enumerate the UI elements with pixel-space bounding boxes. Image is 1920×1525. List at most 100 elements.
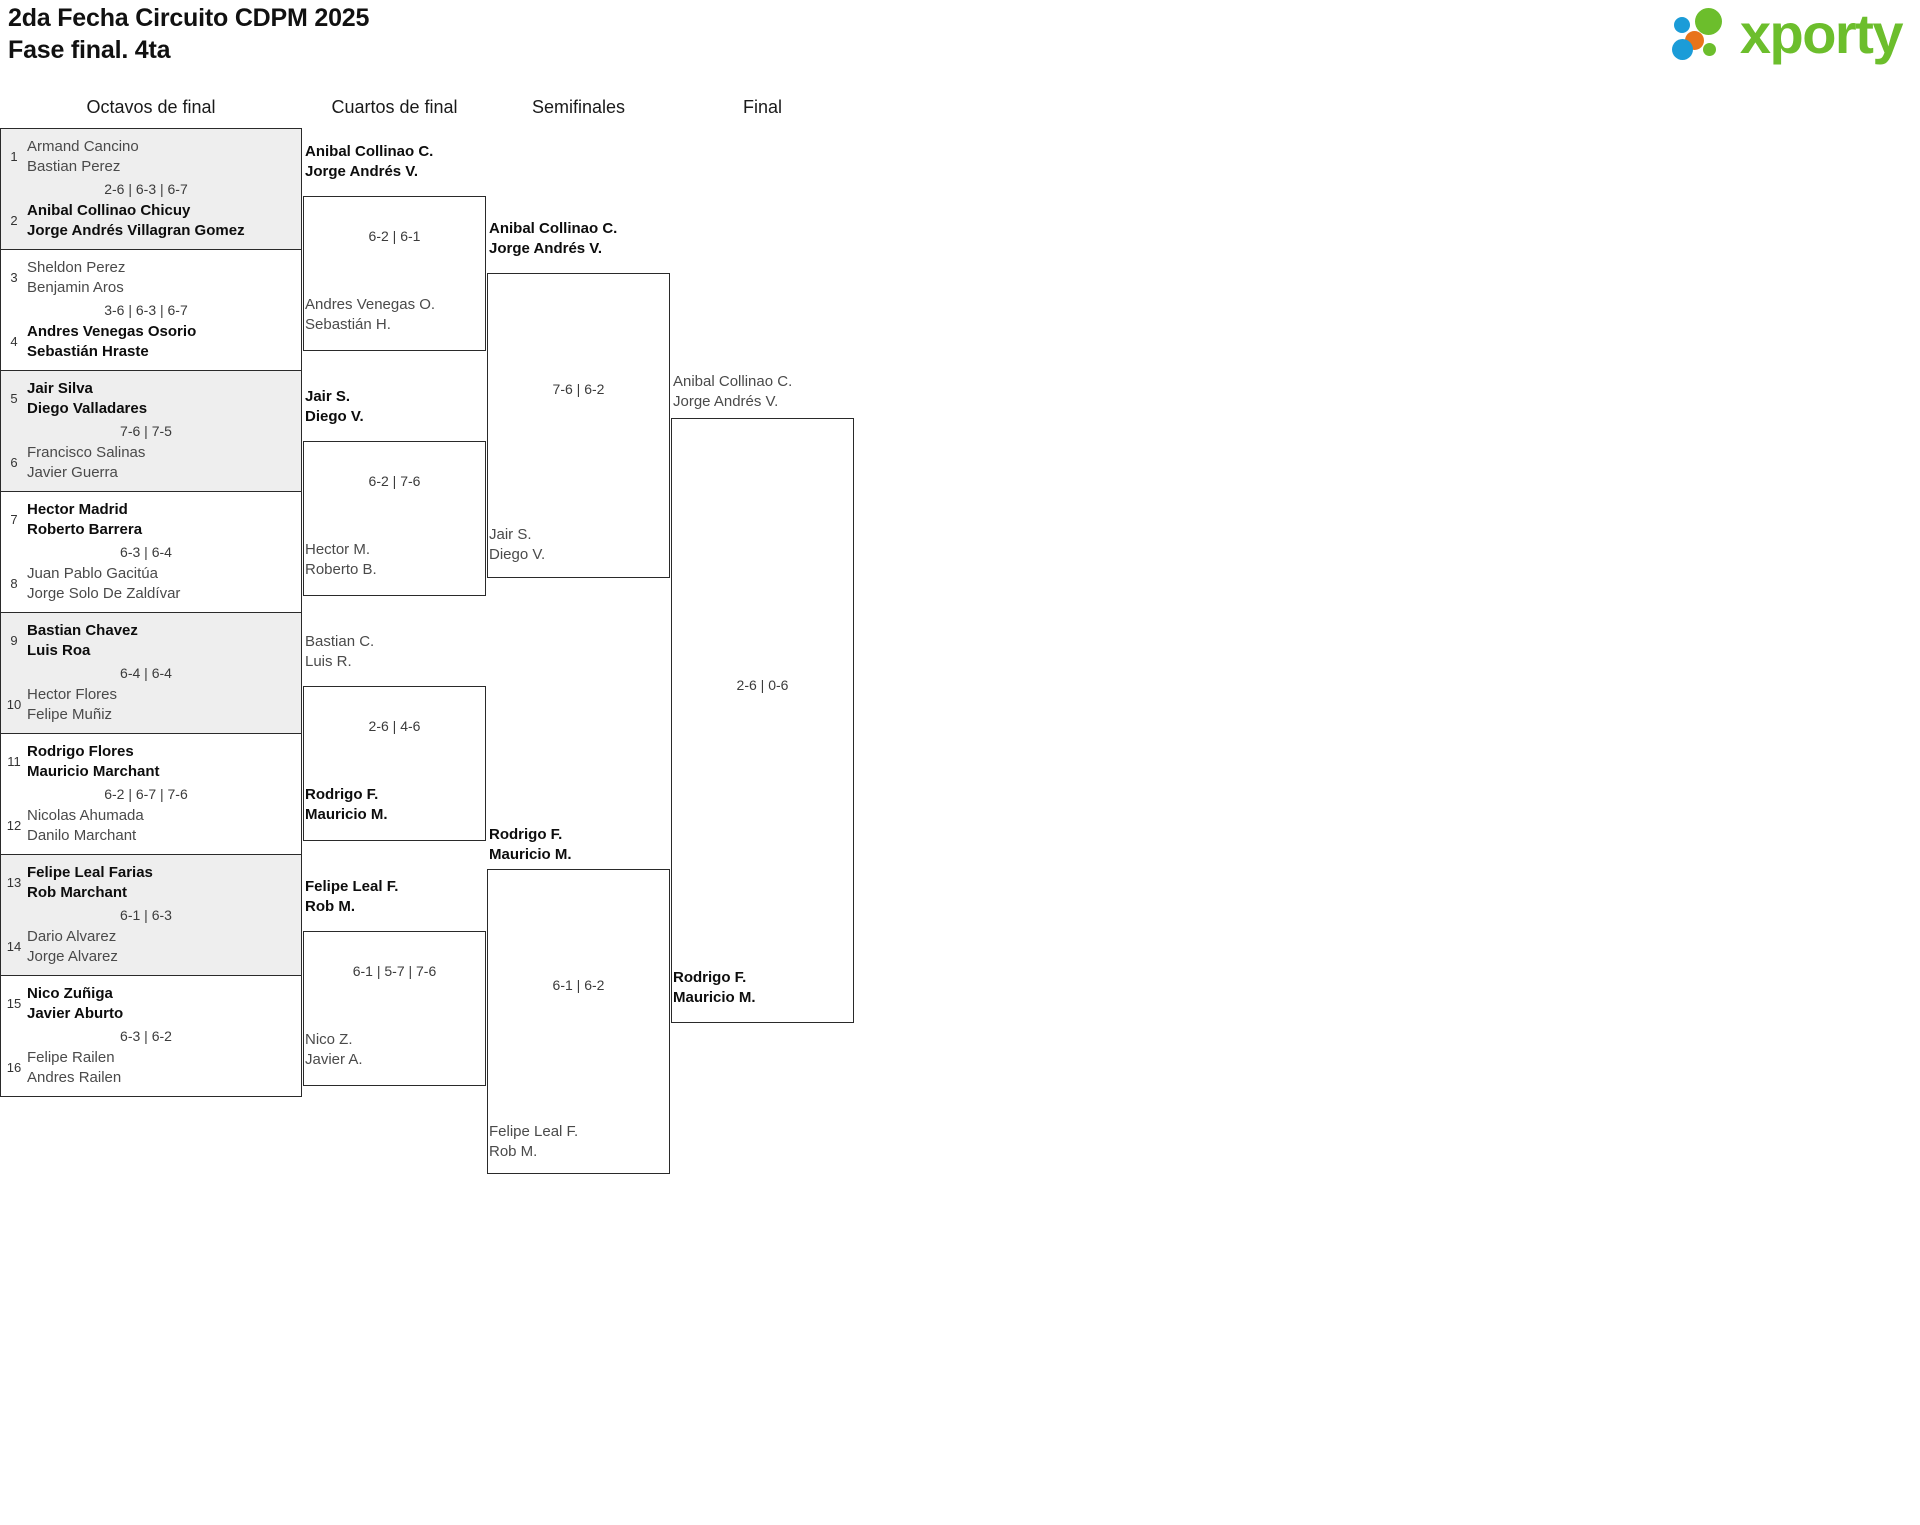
player-name: Sebastián Hraste xyxy=(27,343,149,361)
team-names: Francisco Salinas Javier Guerra xyxy=(27,443,145,483)
player-name: Bastian Perez xyxy=(27,157,121,175)
seed-number: 15 xyxy=(6,996,22,1011)
player-name: Mauricio Marchant xyxy=(27,762,160,780)
player-name: Diego V. xyxy=(305,407,364,425)
player-name: Anibal Collinao C. xyxy=(489,220,618,237)
advancing-team[interactable]: Felipe Leal F. Rob M. xyxy=(305,877,398,917)
match-card[interactable]: 3 Sheldon Perez Benjamin Aros 3-6 | 6-3 … xyxy=(0,250,302,371)
player-name: Mauricio M. xyxy=(673,988,756,1006)
advancing-team[interactable]: Nico Z. Javier A. xyxy=(305,1030,363,1070)
title-line-2: Fase final. 4ta xyxy=(8,36,171,64)
player-name: Diego V. xyxy=(489,545,546,563)
match-score: 6-3 | 6-2 xyxy=(120,1028,172,1044)
player-name: Javier A. xyxy=(305,1050,363,1068)
player-name: Bastian Chavez xyxy=(27,622,138,639)
player-name: Mauricio M. xyxy=(489,845,572,863)
player-name: Diego Valladares xyxy=(27,399,148,417)
team-slot[interactable]: 10 Hector Flores Felipe Muñiz xyxy=(1,685,301,725)
player-name: Rodrigo F. xyxy=(489,826,563,843)
player-name: Anibal Collinao Chicuy xyxy=(27,202,191,220)
match-connector xyxy=(303,931,486,1086)
team-slot[interactable]: 16 Felipe Railen Andres Railen xyxy=(1,1048,301,1088)
match-score: 6-4 | 6-4 xyxy=(120,665,172,681)
player-name: Jorge Andrés V. xyxy=(673,392,779,410)
player-name: Rob M. xyxy=(305,897,355,915)
team-names: Nico Zuñiga Javier Aburto xyxy=(27,984,123,1024)
player-name: Roberto Barrera xyxy=(27,520,143,538)
advancing-team[interactable]: Andres Venegas O. Sebastián H. xyxy=(305,295,435,335)
player-name: Luis R. xyxy=(305,652,352,670)
round-octavos: 1 Armand Cancino Bastian Perez 2-6 | 6-3… xyxy=(0,128,302,1097)
match-score: 2-6 | 6-3 | 6-7 xyxy=(104,181,188,197)
team-slot[interactable]: 9 Bastian Chavez Luis Roa xyxy=(1,621,301,661)
team-slot[interactable]: 14 Dario Alvarez Jorge Alvarez xyxy=(1,927,301,967)
match-score: 6-1 | 6-3 xyxy=(120,907,172,923)
advancing-team[interactable]: Anibal Collinao C. Jorge Andrés V. xyxy=(673,372,792,412)
xporty-dots-icon xyxy=(1671,6,1734,62)
match-card[interactable]: 7 Hector Madrid Roberto Barrera 6-3 | 6-… xyxy=(0,492,302,613)
match-card[interactable]: 5 Jair Silva Diego Valladares 7-6 | 7-5 … xyxy=(0,371,302,492)
player-name: Felipe Muñiz xyxy=(27,706,113,724)
team-slot[interactable]: 5 Jair Silva Diego Valladares xyxy=(1,379,301,419)
team-slot[interactable]: 12 Nicolas Ahumada Danilo Marchant xyxy=(1,806,301,846)
advancing-team[interactable]: Rodrigo F. Mauricio M. xyxy=(305,785,388,825)
player-name: Sheldon Perez xyxy=(27,259,126,276)
advancing-team[interactable]: Jair S. Diego V. xyxy=(489,525,545,565)
title-line-1: 2da Fecha Circuito CDPM 2025 xyxy=(8,4,370,32)
match-card[interactable]: 13 Felipe Leal Farias Rob Marchant 6-1 |… xyxy=(0,855,302,976)
match-card[interactable]: 11 Rodrigo Flores Mauricio Marchant 6-2 … xyxy=(0,734,302,855)
player-name: Jorge Andrés V. xyxy=(305,162,419,180)
seed-number: 12 xyxy=(6,818,22,834)
match-connector xyxy=(487,869,670,1174)
seed-number: 4 xyxy=(10,334,18,350)
team-slot[interactable]: 2 Anibal Collinao Chicuy Jorge Andrés Vi… xyxy=(1,201,301,241)
match-card[interactable]: 15 Nico Zuñiga Javier Aburto 6-3 | 6-2 1… xyxy=(0,976,302,1097)
advancing-team[interactable]: Bastian C. Luis R. xyxy=(305,632,374,672)
seed-number: 2 xyxy=(10,213,18,229)
player-name: Jorge Andrés V. xyxy=(489,239,603,257)
seed-number: 7 xyxy=(10,512,18,527)
team-names: Anibal Collinao Chicuy Jorge Andrés Vill… xyxy=(27,201,245,241)
team-names: Felipe Leal Farias Rob Marchant xyxy=(27,863,153,903)
team-slot[interactable]: 1 Armand Cancino Bastian Perez xyxy=(1,137,301,177)
team-slot[interactable]: 13 Felipe Leal Farias Rob Marchant xyxy=(1,863,301,903)
match-score: 6-2 | 7-6 xyxy=(368,473,421,489)
player-name: Rodrigo Flores xyxy=(27,743,134,760)
advancing-team[interactable]: Anibal Collinao C. Jorge Andrés V. xyxy=(305,142,433,182)
advancing-team[interactable]: Jair S. Diego V. xyxy=(305,387,364,427)
match-card[interactable]: 1 Armand Cancino Bastian Perez 2-6 | 6-3… xyxy=(0,129,302,250)
team-slot[interactable]: 15 Nico Zuñiga Javier Aburto xyxy=(1,984,301,1024)
team-slot[interactable]: 11 Rodrigo Flores Mauricio Marchant xyxy=(1,742,301,782)
advancing-team[interactable]: Felipe Leal F. Rob M. xyxy=(489,1122,578,1162)
team-slot[interactable]: 6 Francisco Salinas Javier Guerra xyxy=(1,443,301,483)
team-slot[interactable]: 4 Andres Venegas Osorio Sebastián Hraste xyxy=(1,322,301,362)
team-slot[interactable]: 8 Juan Pablo Gacitúa Jorge Solo De Zaldí… xyxy=(1,564,301,604)
player-name: Jair S. xyxy=(305,388,351,405)
team-slot[interactable]: 7 Hector Madrid Roberto Barrera xyxy=(1,500,301,540)
seed-number: 1 xyxy=(10,149,18,164)
player-name: Andres Railen xyxy=(27,1069,122,1087)
advancing-team[interactable]: Rodrigo F. Mauricio M. xyxy=(489,825,572,865)
seed-number: 14 xyxy=(6,939,22,955)
match-score: 6-1 | 5-7 | 7-6 xyxy=(352,963,437,979)
team-names: Bastian Chavez Luis Roa xyxy=(27,621,138,661)
team-names: Dario Alvarez Jorge Alvarez xyxy=(27,927,118,967)
advancing-team[interactable]: Anibal Collinao C. Jorge Andrés V. xyxy=(489,219,617,259)
match-score: 3-6 | 6-3 | 6-7 xyxy=(104,302,188,318)
player-name: Danilo Marchant xyxy=(27,827,137,845)
seed-number: 3 xyxy=(10,270,18,285)
advancing-team[interactable]: Rodrigo F. Mauricio M. xyxy=(673,968,756,1008)
team-names: Andres Venegas Osorio Sebastián Hraste xyxy=(27,322,196,362)
xporty-logo: xporty xyxy=(1671,6,1904,62)
player-name: Andres Venegas O. xyxy=(305,296,436,313)
player-name: Armand Cancino xyxy=(27,138,139,155)
match-card[interactable]: 9 Bastian Chavez Luis Roa 6-4 | 6-4 10 H… xyxy=(0,613,302,734)
match-score: 2-6 | 4-6 xyxy=(368,718,421,734)
seed-number: 5 xyxy=(10,391,18,406)
seed-number: 9 xyxy=(10,633,18,648)
advancing-team[interactable]: Hector M. Roberto B. xyxy=(305,540,377,580)
team-slot[interactable]: 3 Sheldon Perez Benjamin Aros xyxy=(1,258,301,298)
round-heading-octavos: Octavos de final xyxy=(86,97,216,117)
player-name: Felipe Railen xyxy=(27,1049,115,1067)
